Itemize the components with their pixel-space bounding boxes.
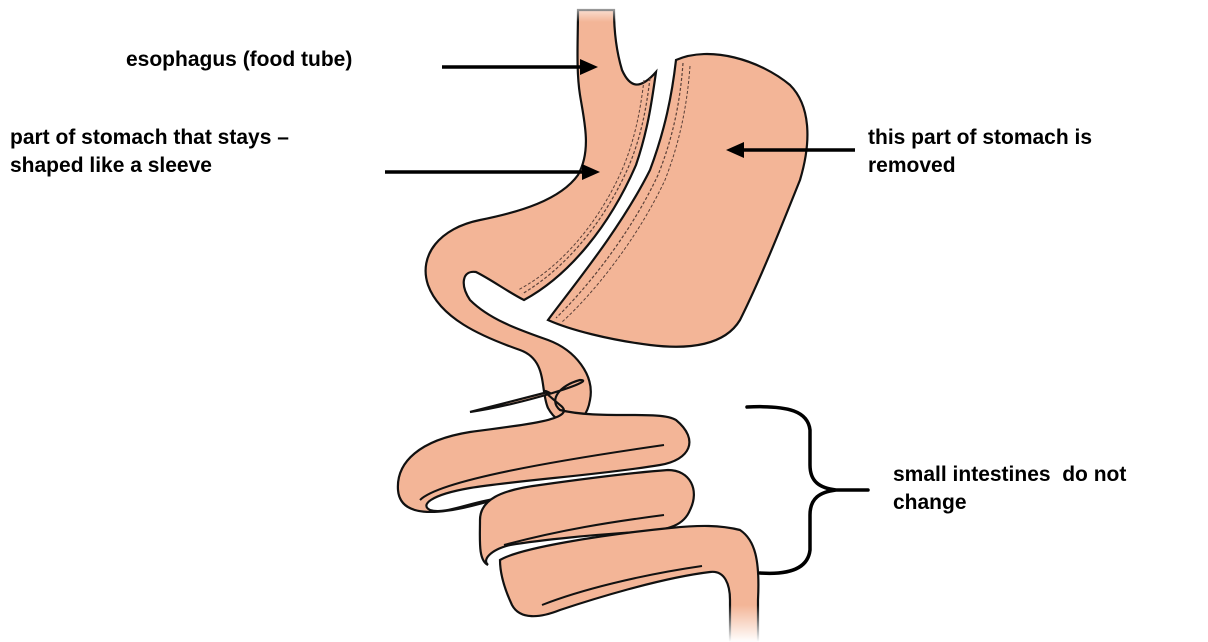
esophagus-label: esophagus (food tube) xyxy=(126,46,352,74)
intestines-label: small intestines do not change xyxy=(893,461,1126,517)
remaining-stomach-label-line2: shaped like a sleeve xyxy=(10,152,289,180)
intestines-label-line1: small intestines do not xyxy=(893,461,1126,489)
intestines-label-line2: change xyxy=(893,489,1126,517)
intestines-brace xyxy=(747,407,868,574)
arrow-esophagus xyxy=(442,59,598,75)
removed-stomach-label-line2: removed xyxy=(868,152,1092,180)
removed-stomach-label-line1: this part of stomach is xyxy=(868,124,1092,152)
small-intestines xyxy=(398,380,759,642)
remaining-stomach-label-line1: part of stomach that stays – xyxy=(10,124,289,152)
remaining-stomach-label: part of stomach that stays – shaped like… xyxy=(10,124,289,180)
removed-stomach-label: this part of stomach is removed xyxy=(868,124,1092,180)
arrow-sleeve xyxy=(385,164,600,180)
sleeve-stomach xyxy=(426,10,656,424)
